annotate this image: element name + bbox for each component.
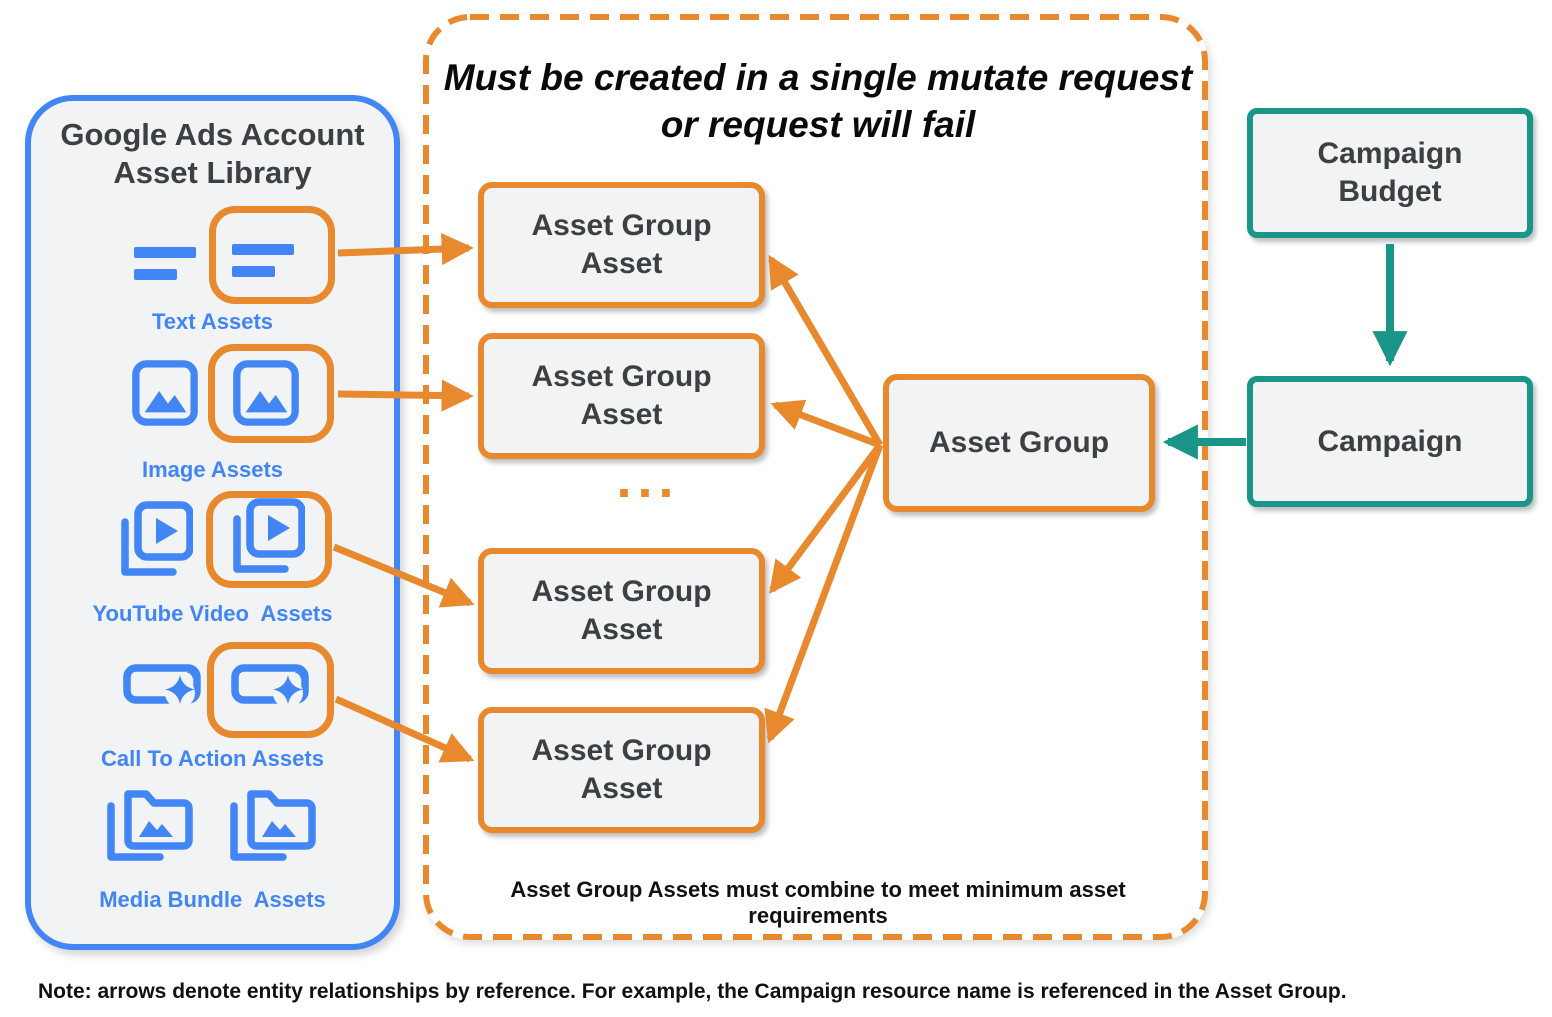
youtube-video-asset-icon: [121, 501, 193, 576]
asset-group-asset-box-2: Asset Group Asset: [478, 333, 765, 459]
campaign-budget-label: Budget: [1338, 175, 1442, 208]
mutate-request-title-line2: or request will fail: [660, 104, 976, 145]
selected-youtube-video-asset-highlight: [206, 491, 332, 588]
campaign-budget-box: Campaign Budget: [1247, 108, 1533, 238]
media-bundle-assets-label: Media Bundle Assets: [99, 887, 326, 912]
asset-group-asset-box-1: Asset Group Asset: [478, 182, 765, 308]
call-to-action-assets-label: Call To Action Assets: [101, 746, 324, 771]
asset-group-asset-label: Asset Group: [531, 360, 712, 393]
asset-requirements-note: Asset Group Assets must combine to meet …: [510, 877, 1126, 928]
asset-group-asset-box-3: Asset Group Asset: [478, 548, 765, 674]
media-bundle-asset-icon: [107, 790, 193, 861]
asset-group-asset-box-4: Asset Group Asset: [478, 707, 765, 833]
selected-call-to-action-asset-highlight: [207, 642, 334, 738]
text-asset-icon: [134, 247, 196, 280]
asset-group-asset-label: Asset: [580, 398, 663, 431]
asset-group-asset-label: Asset: [580, 772, 663, 805]
campaign-box: Campaign: [1247, 376, 1533, 507]
mutate-request-title-line1: Must be created in a single mutate reque…: [443, 57, 1193, 98]
selected-text-asset-highlight: [209, 206, 335, 304]
asset-group-asset-label: Asset: [580, 247, 663, 280]
campaign-label: Campaign: [1317, 424, 1463, 458]
youtube-video-asset-icon: [233, 498, 305, 573]
asset-group-box: Asset Group: [883, 374, 1155, 512]
call-to-action-asset-icon: [231, 664, 309, 707]
asset-group-label: Asset Group: [928, 426, 1110, 459]
call-to-action-asset-icon: [123, 664, 201, 707]
asset-group-asset-label: Asset: [580, 613, 663, 646]
campaign-budget-label: Campaign: [1317, 137, 1463, 170]
asset-library-title-line1: Google Ads Account: [60, 117, 365, 152]
asset-library-title: Google Ads Account Asset Library: [35, 116, 390, 192]
youtube-video-assets-label: YouTube Video Assets: [92, 601, 333, 626]
image-asset-icon: [132, 360, 198, 426]
image-assets-label: Image Assets: [141, 457, 284, 482]
selected-image-asset-highlight: [208, 344, 334, 443]
text-asset-icon: [232, 244, 294, 277]
asset-library-title-line2: Asset Library: [113, 155, 312, 190]
image-asset-icon: [233, 360, 299, 426]
reference-note: Note: arrows denote entity relationships…: [38, 980, 1347, 1003]
media-bundle-asset-icon: [230, 790, 316, 861]
text-assets-label: Text Assets: [151, 309, 274, 334]
asset-group-asset-label: Asset Group: [531, 575, 712, 608]
asset-group-asset-label: Asset Group: [531, 734, 712, 767]
more-asset-group-assets-ellipsis: ...: [616, 449, 680, 509]
mutate-request-title: Must be created in a single mutate reque…: [438, 54, 1198, 148]
asset-group-asset-label: Asset Group: [531, 209, 712, 242]
